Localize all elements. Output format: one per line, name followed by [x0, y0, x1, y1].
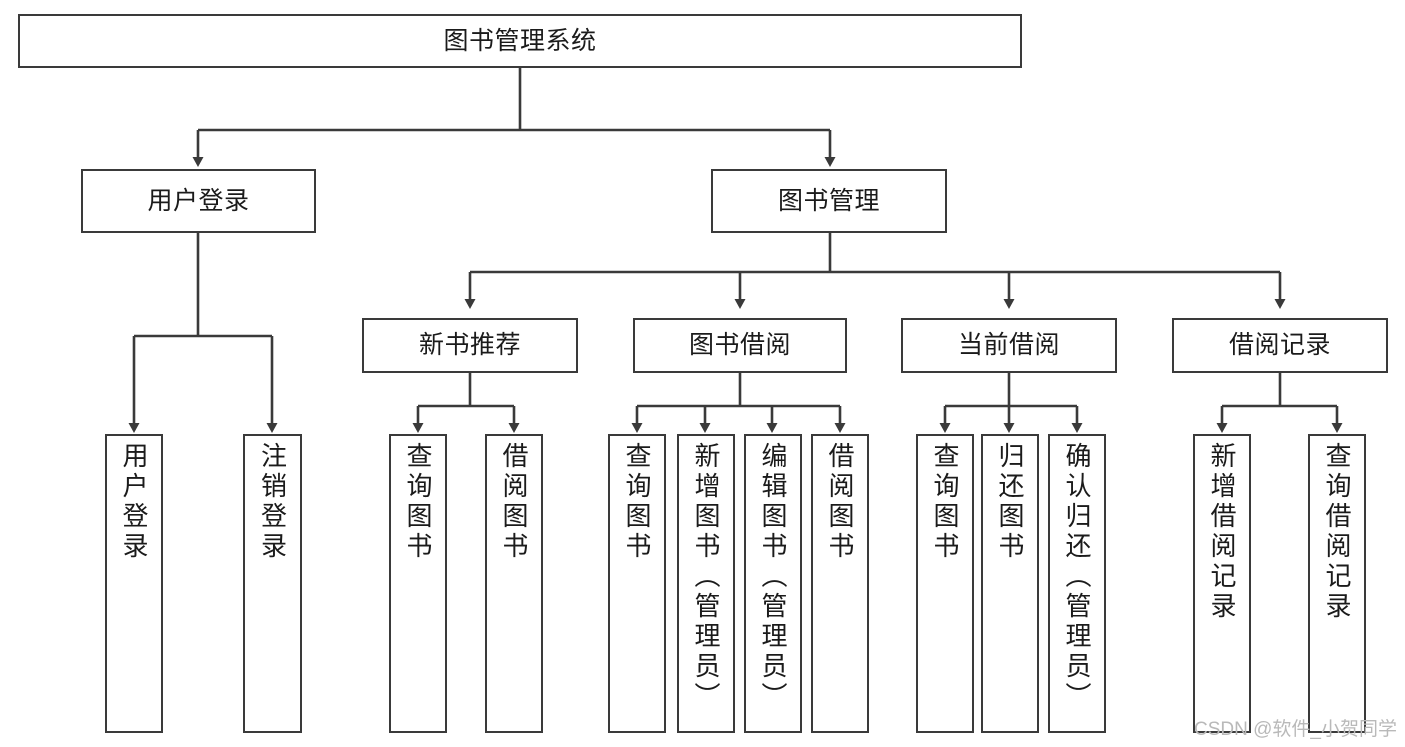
node-borrow-record-label: 借阅记录: [1228, 331, 1331, 359]
node-leaf-user-logout-label: 注销登录: [257, 442, 288, 562]
node-leaf-add-record[interactable]: 新增借阅记录: [1193, 434, 1251, 733]
node-leaf-user-login-label: 用户登录: [119, 442, 149, 562]
node-leaf-return-book-label: 归还图书: [995, 442, 1025, 562]
node-leaf-borrow-book-2-label: 借阅图书: [825, 442, 855, 562]
node-leaf-edit-book[interactable]: 编辑图书（管理员）: [744, 434, 802, 733]
node-leaf-add-record-label: 新增借阅记录: [1207, 442, 1237, 622]
node-leaf-query-book-1-label: 查询图书: [403, 442, 433, 562]
node-leaf-borrow-book-2[interactable]: 借阅图书: [811, 434, 869, 733]
watermark: CSDN @软件_小贺同学: [1194, 719, 1397, 740]
node-new-book-rec[interactable]: 新书推荐: [362, 318, 578, 373]
node-leaf-query-record-label: 查询借阅记录: [1322, 442, 1352, 622]
node-leaf-return-book[interactable]: 归还图书: [981, 434, 1039, 733]
node-book-borrow[interactable]: 图书借阅: [633, 318, 847, 373]
node-leaf-borrow-book-1-label: 借阅图书: [499, 442, 529, 562]
node-leaf-add-book[interactable]: 新增图书（管理员）: [677, 434, 735, 733]
node-leaf-confirm-return-label: 确认归还（管理员）: [1062, 442, 1092, 712]
node-leaf-confirm-return[interactable]: 确认归还（管理员）: [1048, 434, 1106, 733]
node-leaf-query-book-3[interactable]: 查询图书: [916, 434, 974, 733]
node-current-borrow[interactable]: 当前借阅: [901, 318, 1117, 373]
node-leaf-edit-book-label: 编辑图书（管理员）: [758, 442, 788, 712]
node-root-label: 图书管理系统: [443, 26, 597, 55]
node-book-manage-label: 图书管理: [777, 186, 880, 215]
node-current-borrow-label: 当前借阅: [957, 331, 1060, 359]
node-leaf-query-book-2[interactable]: 查询图书: [608, 434, 666, 733]
node-leaf-query-book-1[interactable]: 查询图书: [389, 434, 447, 733]
node-leaf-add-book-label: 新增图书（管理员）: [691, 442, 721, 712]
node-user-login[interactable]: 用户登录: [81, 169, 316, 233]
node-leaf-query-book-2-label: 查询图书: [622, 442, 652, 562]
node-leaf-user-login[interactable]: 用户登录: [105, 434, 163, 733]
node-book-borrow-label: 图书借阅: [688, 331, 791, 359]
node-new-book-rec-label: 新书推荐: [418, 331, 521, 359]
node-borrow-record[interactable]: 借阅记录: [1172, 318, 1388, 373]
node-root[interactable]: 图书管理系统: [18, 14, 1022, 68]
node-user-login-label: 用户登录: [147, 186, 250, 215]
node-leaf-borrow-book-1[interactable]: 借阅图书: [485, 434, 543, 733]
node-leaf-query-book-3-label: 查询图书: [930, 442, 960, 562]
node-leaf-query-record[interactable]: 查询借阅记录: [1308, 434, 1366, 733]
node-leaf-user-logout[interactable]: 注销登录: [243, 434, 302, 733]
node-book-manage[interactable]: 图书管理: [711, 169, 947, 233]
